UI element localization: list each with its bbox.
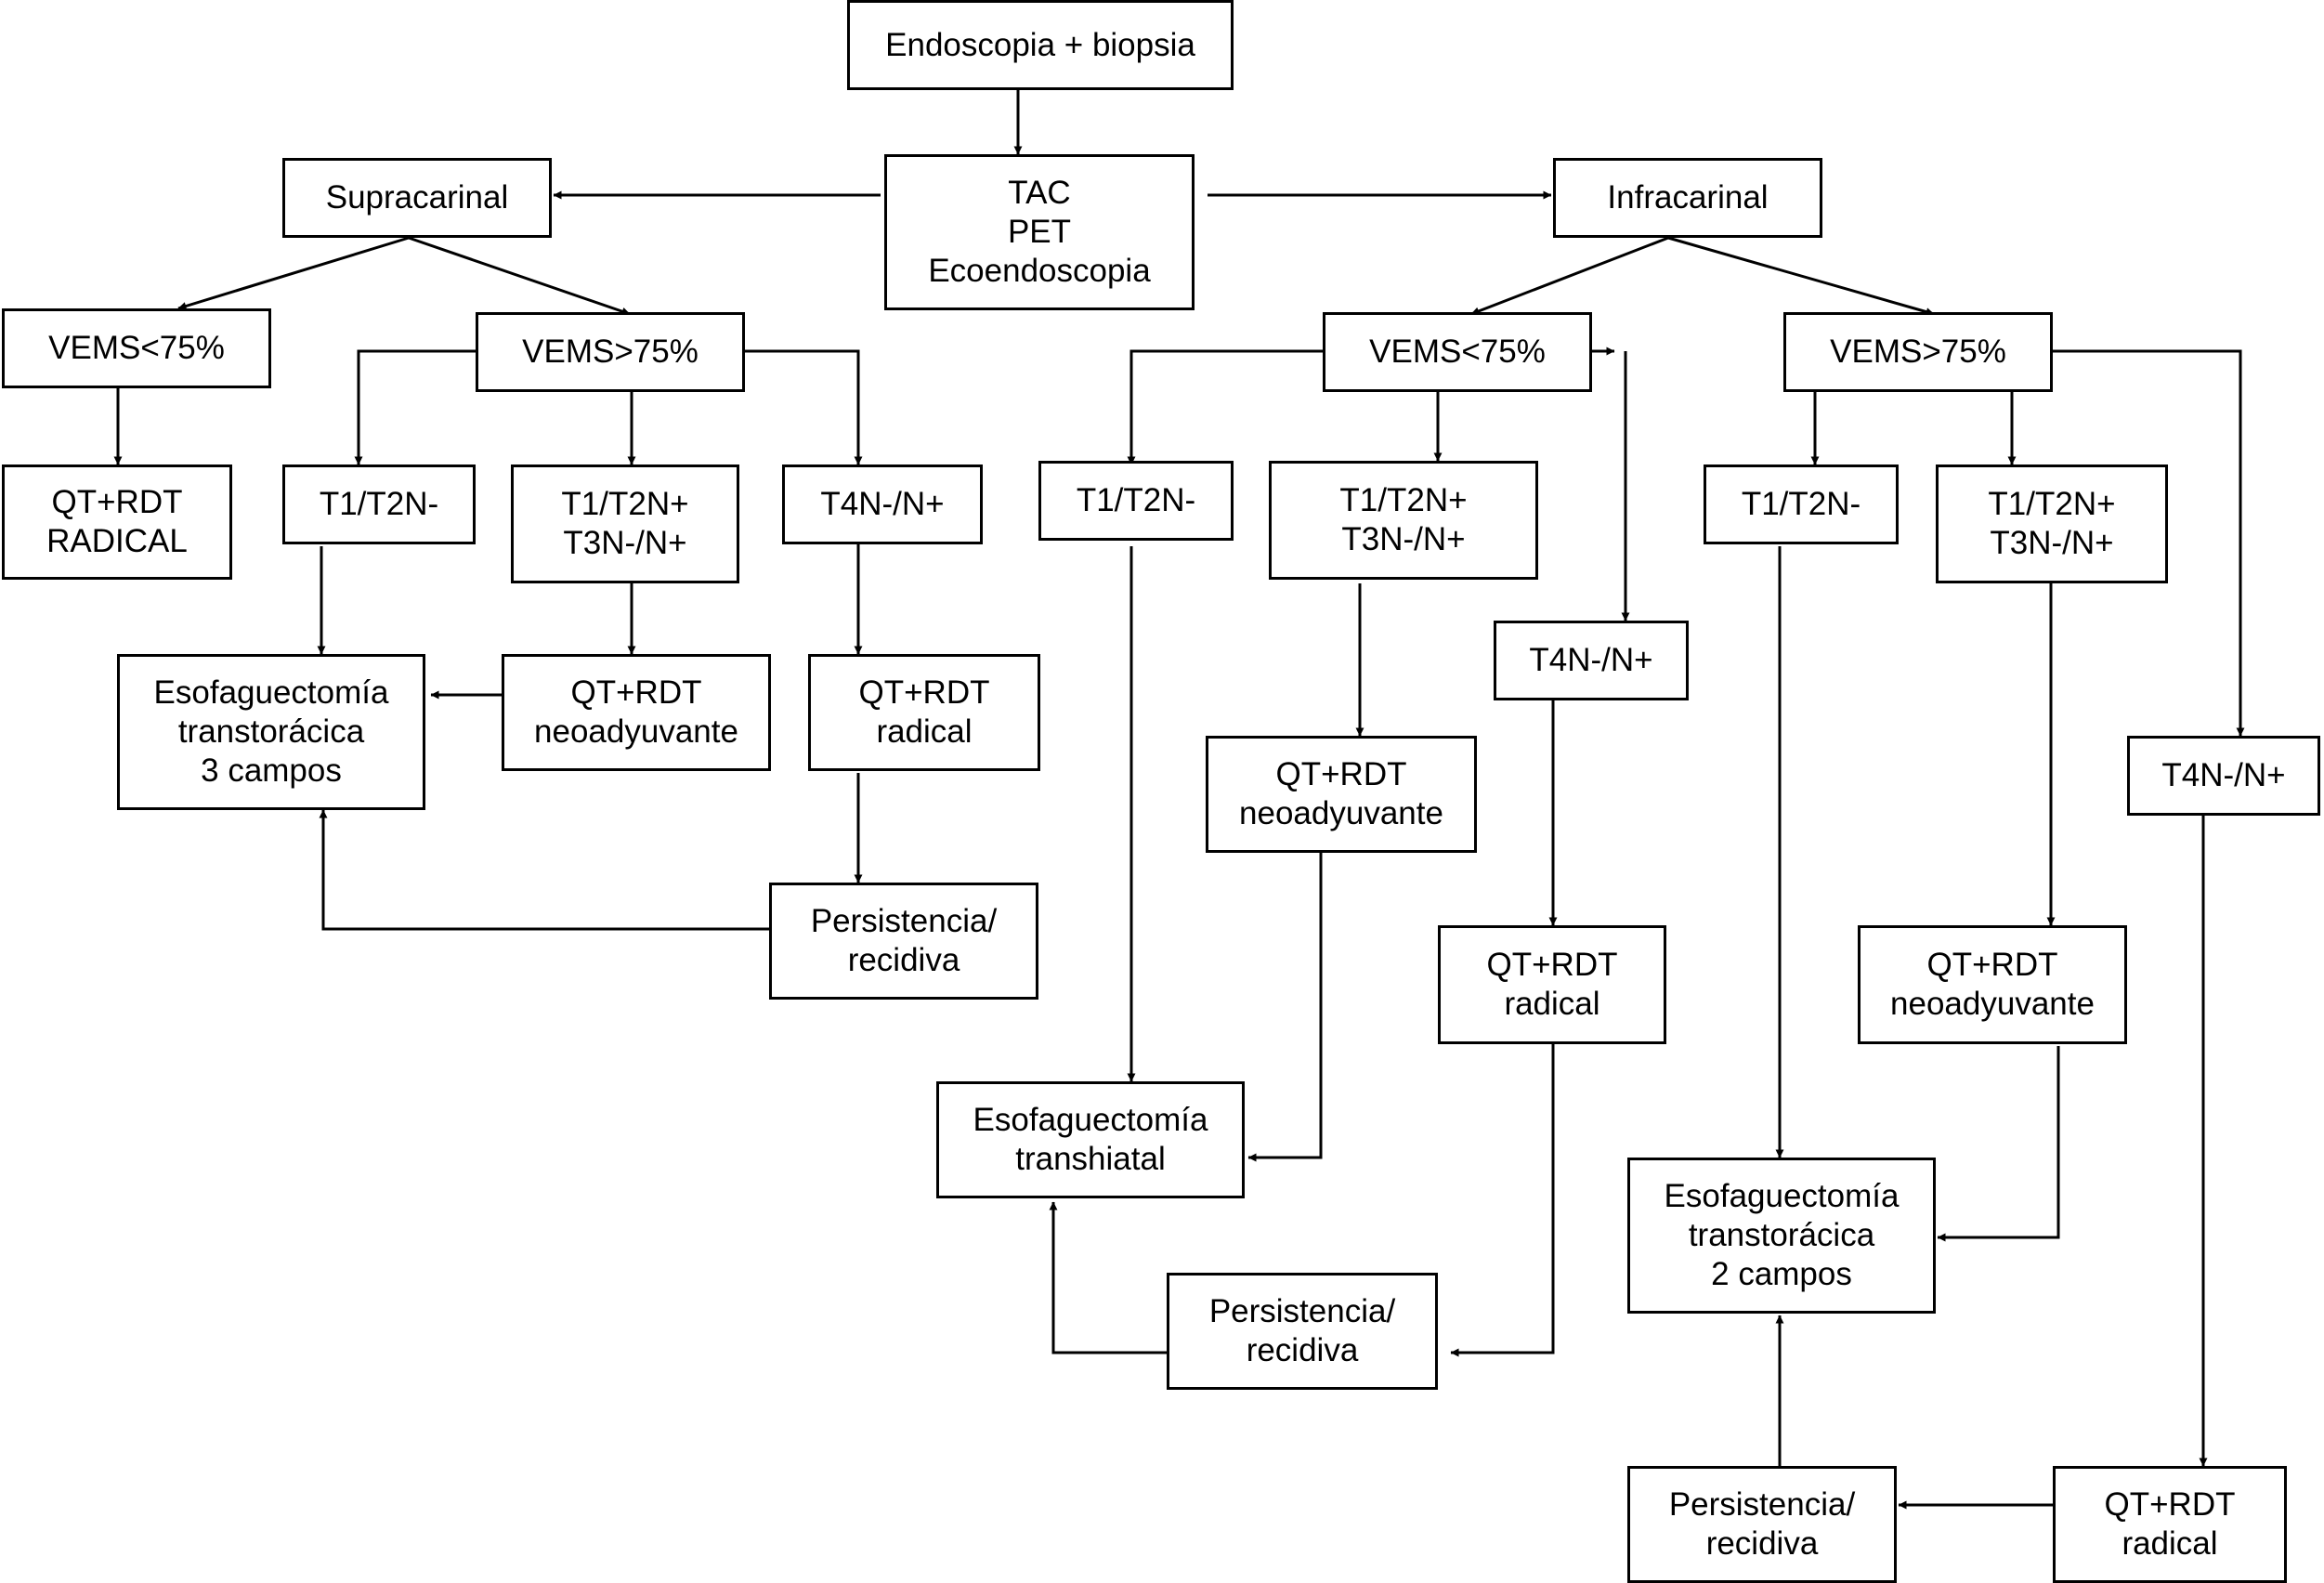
node-label-line: T3N-/N+ [563,525,687,561]
node-label-line: T1/T2N- [1741,486,1861,522]
arrow-qt-neo-to-esof-th [1247,853,1323,1162]
node-label-line: VEMS>75% [522,334,699,370]
node-label-line: Ecoendoscopia [928,253,1151,289]
node-label-line: QT+RDT [1486,947,1618,983]
arrow-vems-gt-to-t4 [2053,349,2245,737]
arrow-vems-gt-to-t1t2n0 [354,349,476,465]
node-label-line: QT+RDT [1926,947,2058,983]
node-infracarinal-gt-t1t2n-pos-t3n: T1/T2N+T3N-/N+ [1936,464,2168,583]
node-label-line: QT+RDT [1275,756,1407,792]
arrow-infracarinal-to-vems-lt [1470,236,1669,316]
node-infracarinal-lt-t1t2n-pos-t3n: T1/T2N+T3N-/N+ [1269,461,1538,580]
arrow-vems-gt-to-t4 [743,349,863,465]
node-infracarinal-gt-t4: T4N-/N+ [2127,736,2320,816]
node-infracarinal: Infracarinal [1553,158,1822,238]
node-label-line: recidiva [1246,1332,1359,1368]
node-label-line: T4N-/N+ [2161,757,2286,793]
node-label-line: Persistencia/ [1668,1486,1856,1523]
arrow-qt-rad-to-persist [1450,1044,1555,1357]
node-label-line: recidiva [1705,1525,1819,1562]
node-label-line: Esofaguectomía [1664,1178,1900,1214]
arrow-vems-lt-to-t1t2n0 [1127,349,1323,465]
node-label-line: QT+RDT [570,674,702,711]
arrow-infracarinal-to-vems-gt [1667,236,1935,316]
node-label-line: Esofaguectomía [153,674,389,711]
node-supracarinal: Supracarinal [282,158,552,238]
node-label-line: 2 campos [1711,1256,1852,1292]
node-label-line: T1/T2N- [1076,482,1196,518]
node-label-line: radical [876,713,973,750]
node-label-line: neoadyuvante [1239,795,1443,831]
node-label-line: VEMS<75% [48,330,225,366]
node-label-line: VEMS<75% [1369,334,1546,370]
node-label-line: T4N-/N+ [820,486,945,522]
node-infracarinal-vems-gt-75: VEMS>75% [1783,312,2053,392]
node-label-line: QT+RDT [2104,1486,2236,1523]
node-label-line: Esofaguectomía [973,1102,1208,1138]
node-label-line: neoadyuvante [534,713,738,750]
node-infracarinal-gt-t1t2n-neg: T1/T2N- [1704,464,1899,544]
node-label-line: Endoscopia + biopsia [885,26,1195,63]
node-infracarinal-lt-t1t2n-neg: T1/T2N- [1038,461,1234,541]
node-label-line: T3N-/N+ [1990,525,2114,561]
node-label-line: RADICAL [46,523,188,559]
node-label-line: T1/T2N- [319,486,439,522]
node-label-line: Infracarinal [1607,179,1769,216]
arrow-supracarinal-to-vems-gt [408,236,631,316]
node-infracarinal-lt-persistencia-recidiva: Persistencia/recidiva [1167,1273,1438,1390]
node-label-line: QT+RDT [51,484,183,520]
node-label-line: TAC [1008,175,1071,211]
node-supracarinal-t4: T4N-/N+ [782,464,983,544]
node-infracarinal-lt-t4: T4N-/N+ [1494,621,1689,700]
node-supracarinal-persistencia-recidiva: Persistencia/recidiva [769,883,1038,1000]
node-label-line: T3N-/N+ [1341,521,1466,557]
node-supracarinal-vems-lt-75: VEMS<75% [2,308,271,388]
node-infracarinal-vems-lt-75: VEMS<75% [1323,312,1592,392]
node-endoscopia-biopsia: Endoscopia + biopsia [847,0,1234,90]
node-label-line: T1/T2N+ [1339,482,1468,518]
node-label-line: transhiatal [1015,1141,1166,1177]
node-label-line: transtorácica [177,713,365,750]
arrow-qt-neo-to-esof-2c [1937,1046,2060,1242]
node-label-line: T1/T2N+ [561,486,689,522]
arrow-persist-to-esof [319,809,769,931]
node-label-line: QT+RDT [858,674,990,711]
node-label-line: T1/T2N+ [1988,486,2116,522]
node-supracarinal-vems-gt-75: VEMS>75% [476,312,745,392]
node-label-line: recidiva [847,942,960,978]
node-label-line: neoadyuvante [1890,986,2095,1022]
node-label-line: VEMS>75% [1830,334,2006,370]
node-label-line: Supracarinal [325,179,509,216]
node-label-line: Persistencia/ [810,903,998,939]
arrow-persist-to-esof-th [1049,1201,1167,1354]
node-infracarinal-gt-persistencia-recidiva: Persistencia/recidiva [1627,1466,1897,1583]
node-label-line: radical [1504,986,1600,1022]
node-label-line: 3 campos [201,752,342,789]
node-label-line: transtorácica [1688,1217,1875,1253]
node-label-line: PET [1007,214,1072,250]
node-label-line: Persistencia/ [1208,1293,1396,1329]
node-label-line: T4N-/N+ [1529,642,1653,678]
node-label-line: radical [2122,1525,2218,1562]
arrow-supracarinal-to-vems-lt [177,236,410,310]
node-supracarinal-t1t2n-neg: T1/T2N- [282,464,476,544]
node-supracarinal-t1t2n-pos-t3n: T1/T2N+T3N-/N+ [511,464,739,583]
